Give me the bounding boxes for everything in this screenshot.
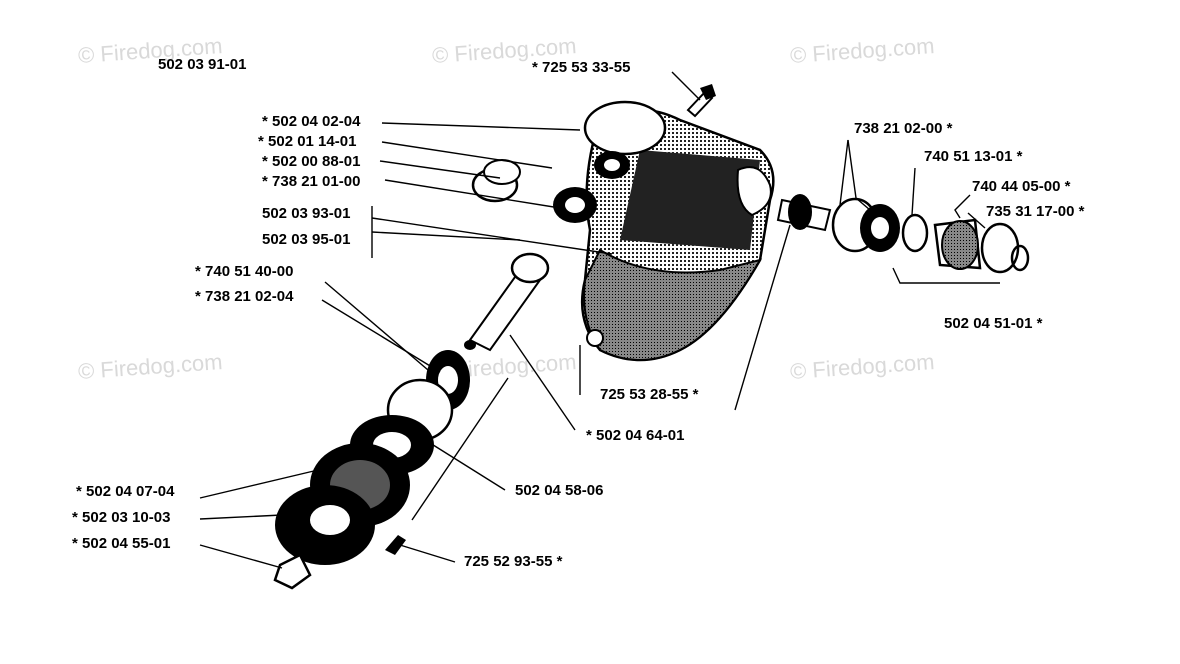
part-label: * 502 01 14-01 — [258, 133, 357, 150]
part-label: 502 04 58-06 — [515, 482, 604, 499]
part-label: * 738 21 01-00 — [262, 173, 361, 190]
part-label: 735 31 17-00 * — [986, 203, 1085, 220]
bearing-upper — [553, 187, 597, 223]
lower-stack — [273, 350, 470, 590]
leader-lines — [199, 71, 1000, 569]
part-label: 502 04 51-01 * — [944, 315, 1043, 332]
part-label: * 502 04 64-01 — [586, 427, 685, 444]
part-label: 725 53 28-55 * — [600, 386, 699, 403]
part-label: * 738 21 02-04 — [195, 288, 294, 305]
pinion-shaft — [464, 252, 550, 352]
part-label: 502 03 93-01 — [262, 205, 351, 222]
part-label: 725 52 93-55 * — [464, 553, 563, 570]
part-label: * 502 00 88-01 — [262, 153, 361, 170]
plug-cap — [471, 159, 521, 203]
gear-housing — [580, 100, 775, 362]
screw-top — [686, 84, 716, 118]
part-label: * 502 04 02-04 — [262, 113, 361, 130]
part-label: 740 44 05-00 * — [972, 178, 1071, 195]
output-shaft-assembly — [776, 194, 1030, 274]
part-label: 502 03 95-01 — [262, 231, 351, 248]
part-label: * 502 03 10-03 — [72, 509, 171, 526]
part-label: * 740 51 40-00 — [195, 263, 294, 280]
part-label: * 502 04 55-01 — [72, 535, 171, 552]
part-label: 740 51 13-01 * — [924, 148, 1023, 165]
part-label: 502 03 91-01 — [158, 56, 247, 73]
part-label: 738 21 02-00 * — [854, 120, 953, 137]
part-label: * 725 53 33-55 — [532, 59, 631, 76]
part-label: * 502 04 07-04 — [76, 483, 175, 500]
